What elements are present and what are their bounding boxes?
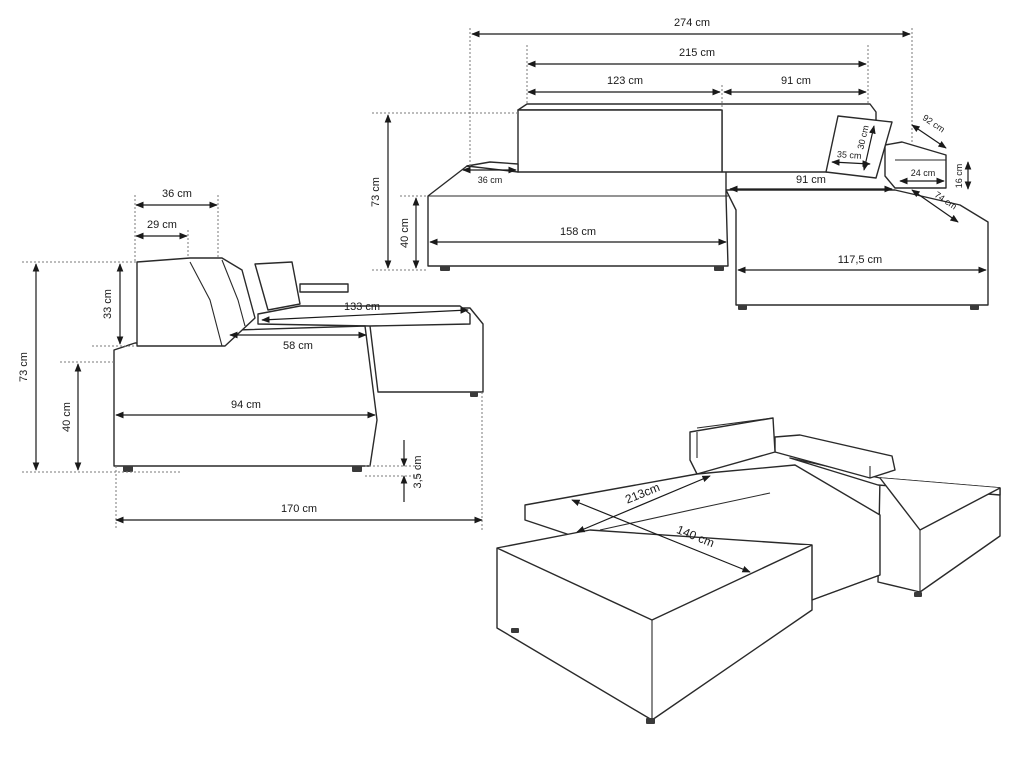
bed-view: 213cm 140 cm: [496, 417, 1001, 724]
side-leg-height-label: 3,5 cm: [412, 455, 424, 488]
front-seat-width-label: 158 cm: [560, 226, 596, 238]
front-total-height-label: 73 cm: [370, 177, 382, 207]
front-pillow-width-label: 35 cm: [837, 149, 862, 161]
front-left-back-width-label: 123 cm: [607, 75, 643, 87]
side-seat-depth-label: 94 cm: [231, 399, 261, 411]
side-backrest-height-label: 33 cm: [102, 289, 114, 319]
side-cushion-depth-label: 58 cm: [283, 340, 313, 352]
side-backrest-top-depth-label: 29 cm: [147, 219, 177, 231]
side-seat-height-label: 40 cm: [61, 402, 73, 432]
front-armrest-top-width-label: 24 cm: [911, 168, 936, 178]
side-total-height-label: 73 cm: [18, 352, 30, 382]
front-seat-height-label: 40 cm: [399, 218, 411, 248]
front-chaise-depth-label: 117,5 cm: [838, 254, 882, 266]
front-armrest-top-height-label: 16 cm: [954, 164, 964, 189]
front-armrest-depth-label: 92 cm: [921, 113, 947, 135]
front-chaise-width-label: 91 cm: [796, 174, 826, 186]
front-armrest-width-label: 36 cm: [478, 175, 503, 185]
front-total-width-label: 274 cm: [674, 17, 710, 29]
front-right-back-width-label: 91 cm: [781, 75, 811, 87]
front-view: 274 cm 215 cm 123 cm 91 cm 73 cm 40 cm 3…: [370, 17, 989, 310]
side-total-depth-label: 170 cm: [281, 503, 317, 515]
front-backrest-width-label: 215 cm: [679, 47, 715, 59]
side-view: 36 cm 29 cm 33 cm 73 cm 40 cm 94 cm 58 c…: [18, 188, 484, 530]
side-chaise-length-label: 133 cm: [344, 301, 380, 313]
side-backrest-depth-label: 36 cm: [162, 188, 192, 200]
